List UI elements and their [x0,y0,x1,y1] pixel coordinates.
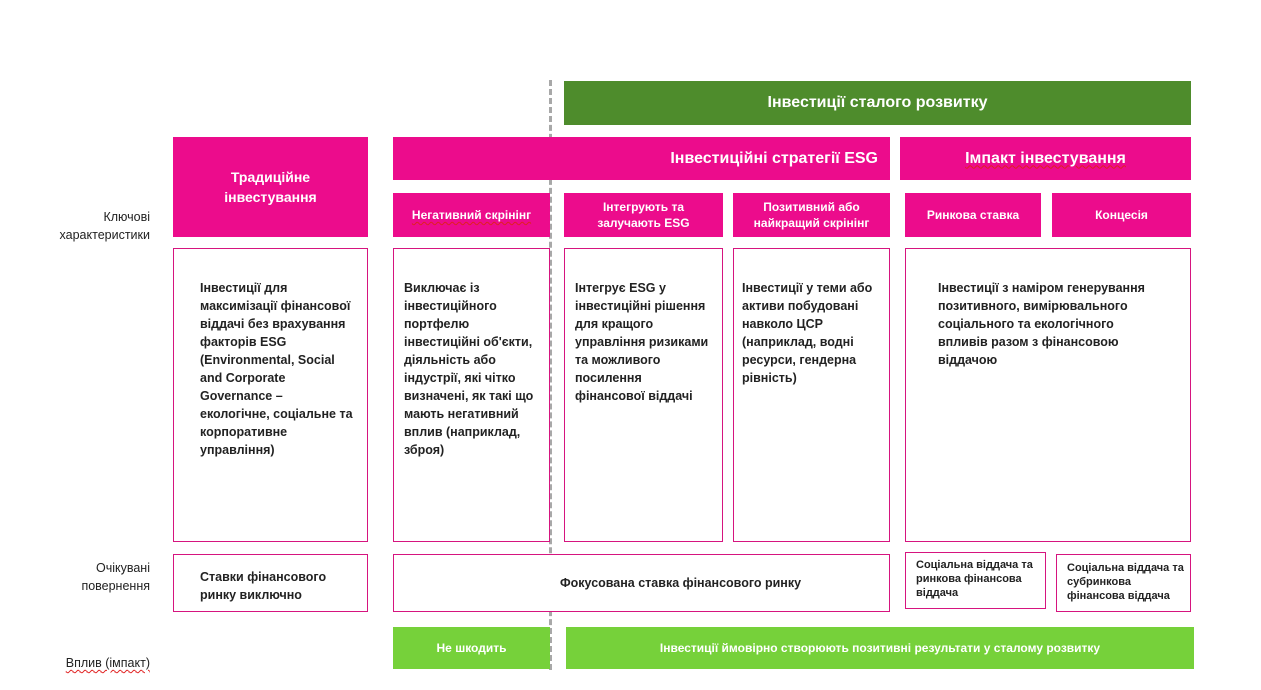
row-label-impact: Вплив (імпакт) [65,656,150,670]
traditional-investing-header: Традиційне інвестування [173,137,368,237]
market-rate-subheader: Ринкова ставка [905,193,1041,237]
sustainable-investment-banner-label: Інвестиції сталого розвитку [767,94,988,111]
concession-returns: Соціальна віддача та субринкова фінансов… [1067,562,1184,602]
focused-returns: Фокусована ставка фінансового ринку [560,576,802,590]
positive-screening-description: Інвестиції у теми або активи побудовані … [742,281,873,385]
concession-returns-box: Соціальна віддача та субринкова фінансов… [1056,554,1191,612]
traditional-description-box: Інвестиції для максимізації фінансової в… [173,248,368,542]
positive-screening-subheader: Позитивний або найкращий скрінінг [733,193,890,237]
positive-screening-label: Позитивний або найкращий скрінінг [753,200,870,230]
positive-screening-description-box: Інвестиції у теми або активи побудовані … [733,248,890,542]
row-label-key-characteristics: Ключові характеристики [59,210,150,242]
sustainable-investment-banner: Інвестиції сталого розвитку [564,81,1191,125]
impact-description-box: Інвестиції з наміром генерування позитив… [905,248,1191,542]
no-harm-bar: Не шкодить [393,627,550,669]
traditional-returns-box: Ставки фінансового ринку виключно [173,554,368,612]
impact-investing-header: Імпакт інвестування [900,137,1191,180]
traditional-investing-header-label: Традиційне інвестування [224,169,317,205]
negative-screening-description-box: Виключає із інвестиційного портфелю інве… [393,248,550,542]
market-rate-label: Ринкова ставка [926,208,1020,222]
integration-label: Інтегрують та залучають ESG [597,200,690,230]
positive-outcomes-label: Інвестиції ймовірно створюють позитивні … [659,641,1101,655]
impact-investing-header-label: Імпакт інвестування [965,149,1126,167]
integration-subheader: Інтегрують та залучають ESG [564,193,723,237]
traditional-returns: Ставки фінансового ринку виключно [200,570,327,602]
traditional-description: Інвестиції для максимізації фінансової в… [200,281,353,457]
focused-returns-box: Фокусована ставка фінансового ринку [393,554,890,612]
concession-label: Концесія [1095,208,1148,222]
separator-dashed-line [549,80,552,670]
positive-outcomes-bar: Інвестиції ймовірно створюють позитивні … [566,627,1194,669]
negative-screening-subheader: Негативний скрінінг [393,193,550,237]
impact-description: Інвестиції з наміром генерування позитив… [938,281,1145,367]
esg-strategies-header: Інвестиційні стратегії ESG [393,137,890,180]
negative-screening-description: Виключає із інвестиційного портфелю інве… [404,281,534,457]
market-rate-returns: Соціальна віддача та ринкова фінансова в… [916,559,1033,599]
concession-subheader: Концесія [1052,193,1191,237]
negative-screening-label: Негативний скрінінг [411,208,532,222]
market-rate-returns-box: Соціальна віддача та ринкова фінансова в… [905,552,1046,609]
esg-strategies-header-label: Інвестиційні стратегії ESG [670,149,878,167]
integration-description: Інтегрує ESG у інвестиційні рішення для … [575,281,709,403]
no-harm-label: Не шкодить [436,641,507,655]
integration-description-box: Інтегрує ESG у інвестиційні рішення для … [564,248,723,542]
row-label-expected-returns: Очікувані повернення [81,561,150,593]
